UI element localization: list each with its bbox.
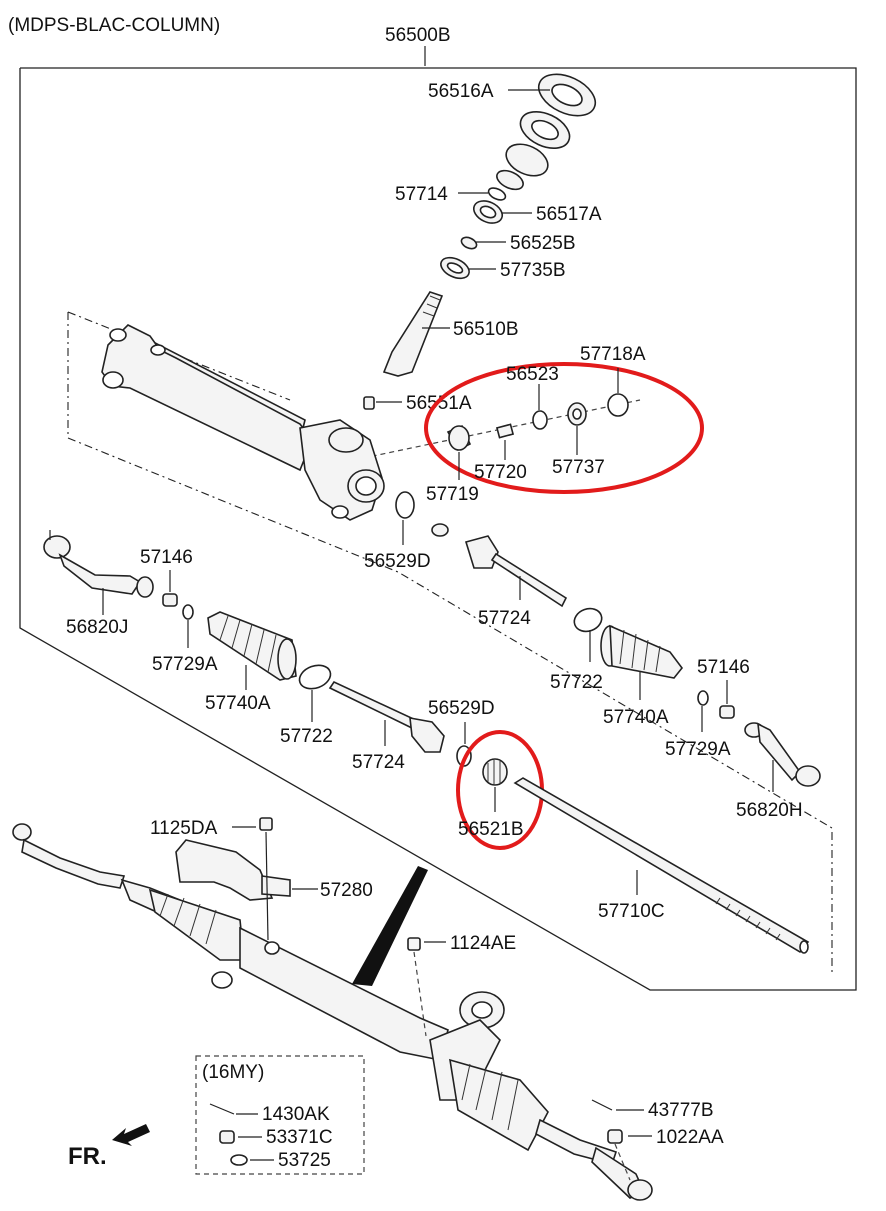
legend-box-16MY: (16MY) 1430AK 53371C 53725: [195, 1055, 365, 1175]
part-label-56517A: 56517A: [536, 204, 602, 225]
assembly-frame: [19, 67, 857, 991]
rack-bar: [513, 777, 810, 954]
part-label-57722-left: 57722: [280, 726, 333, 747]
part-label-57146-left: 57146: [140, 547, 193, 568]
part-label-57719: 57719: [426, 484, 479, 505]
part-label-56510B: 56510B: [453, 319, 519, 340]
part-label-57735B: 57735B: [500, 260, 566, 281]
part-label-57722-right: 57722: [550, 672, 603, 693]
legend-item-53371C: 53371C: [266, 1127, 333, 1148]
part-label-57740A-left: 57740A: [205, 693, 271, 714]
part-label-56516A: 56516A: [428, 81, 494, 102]
part-label-57710C: 57710C: [598, 901, 665, 922]
seal-ring-icon: [395, 491, 415, 519]
left-tie-rod-end: [43, 530, 154, 598]
part-label-56529D-mid: 56529D: [428, 698, 495, 719]
part-label-57740A-right: 57740A: [603, 707, 669, 728]
part-label-1125DA: 1125DA: [150, 818, 218, 839]
part-label-56523: 56523: [506, 364, 559, 385]
left-bellows-boot: [207, 611, 297, 681]
part-label-1022AA: 1022AA: [656, 1127, 724, 1148]
part-label-56529D-top: 56529D: [364, 551, 431, 572]
pinion-column-stack: [363, 73, 597, 410]
right-tie-rod-end: [744, 722, 821, 787]
legend-item-1430AK: 1430AK: [262, 1104, 330, 1125]
highlight-circle-yoke-group: [424, 362, 704, 494]
part-label-57714: 57714: [395, 184, 448, 205]
housing-subassembly-frame: [67, 312, 833, 972]
part-label-56521B: 56521B: [458, 819, 524, 840]
part-label-56820J: 56820J: [66, 617, 128, 638]
right-inner-tie-rod: [431, 523, 568, 608]
front-direction-label: FR.: [68, 1143, 107, 1170]
part-label-56525B: 56525B: [510, 233, 576, 254]
part-label-57718A: 57718A: [580, 344, 646, 365]
part-label-57737: 57737: [552, 457, 605, 478]
assembly-label-56500B: 56500B: [385, 25, 451, 46]
assembled-steering-gear: [12, 823, 653, 1201]
part-label-43777B: 43777B: [648, 1100, 714, 1121]
part-label-57724-left: 57724: [352, 752, 405, 773]
part-label-57729A-left: 57729A: [152, 654, 218, 675]
part-label-57146-right: 57146: [697, 657, 750, 678]
right-bellows-boot: [600, 624, 684, 679]
legend-item-53725: 53725: [278, 1150, 331, 1171]
legend-title: (16MY): [202, 1062, 264, 1083]
gear-housing: [101, 324, 385, 521]
bolt-1125DA: [259, 817, 273, 941]
part-label-57720: 57720: [474, 462, 527, 483]
rack-yoke-group: [446, 393, 629, 452]
rack-bushing: [482, 758, 508, 786]
bolt-1124AE: [407, 937, 427, 1037]
left-inner-tie-rod: [328, 680, 445, 753]
model-variant-header: (MDPS-BLAC-COLUMN): [8, 15, 220, 36]
part-label-1124AE: 1124AE: [450, 933, 516, 954]
part-label-57724-right: 57724: [478, 608, 531, 629]
direction-arrow-icon: [112, 1124, 150, 1146]
part-label-56820H: 56820H: [736, 800, 803, 821]
part-label-57280: 57280: [320, 880, 373, 901]
part-label-57729A-right: 57729A: [665, 739, 731, 760]
